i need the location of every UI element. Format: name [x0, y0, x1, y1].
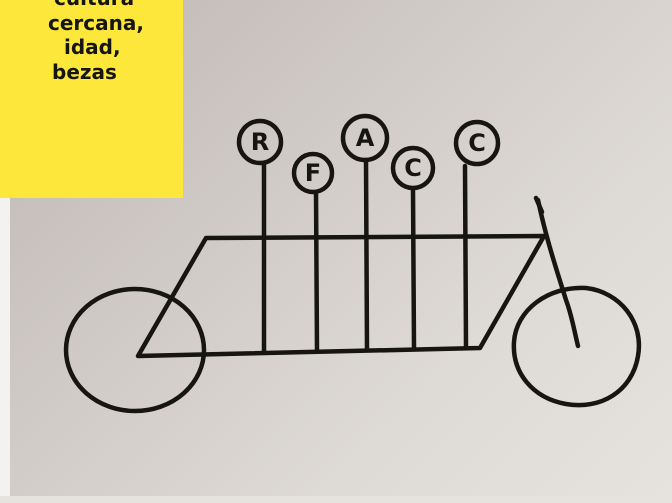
pole-f [316, 192, 317, 351]
yellow-text-card: cultura cercana, idad, bezas [0, 0, 183, 198]
rear-wheel [66, 289, 204, 411]
bike-fork [538, 200, 578, 346]
sign-letter-f: F [305, 159, 321, 187]
card-line-2: cercana, [48, 11, 183, 36]
card-line-4: bezas [52, 60, 183, 85]
sign-letter-c1: C [404, 154, 422, 182]
pole-c1 [413, 190, 414, 349]
pole-c2 [465, 166, 466, 347]
sign-letter-a: A [356, 124, 375, 152]
sign-letter-c2: C [468, 129, 486, 157]
card-line-3: idad, [64, 35, 183, 60]
handlebar [536, 198, 542, 212]
bike-frame [138, 236, 544, 356]
sign-letter-r: R [251, 128, 269, 156]
pole-a [366, 160, 367, 350]
card-text-block: cultura cercana, idad, bezas [0, 0, 183, 84]
card-line-1: cultura [54, 0, 183, 11]
